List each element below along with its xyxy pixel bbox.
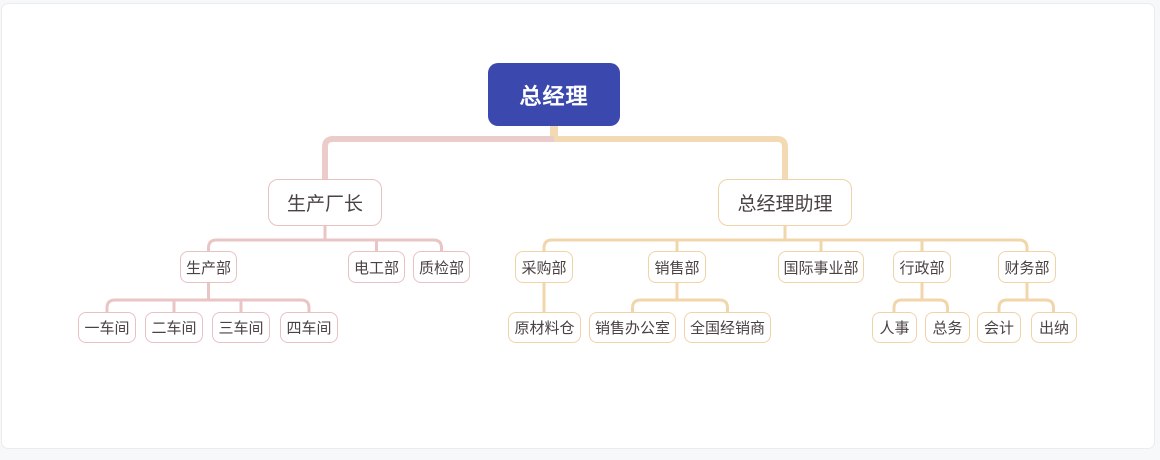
node-accounting[interactable]: 会计 [977,312,1021,343]
node-workshop-2[interactable]: 二车间 [145,312,203,343]
node-electrician-dept[interactable]: 电工部 [348,251,405,283]
node-quality-inspection-dept[interactable]: 质检部 [413,251,470,283]
node-national-distributors[interactable]: 全国经销商 [684,312,771,343]
node-workshop-3[interactable]: 三车间 [212,312,270,343]
node-finance-dept[interactable]: 财务部 [998,251,1056,283]
node-gm-assistant[interactable]: 总经理助理 [718,179,852,226]
node-general-manager[interactable]: 总经理 [488,63,620,126]
node-production-director[interactable]: 生产厂长 [268,179,382,226]
node-raw-material-warehouse[interactable]: 原材料仓 [508,312,581,343]
node-admin-dept[interactable]: 行政部 [893,251,951,283]
node-production-dept[interactable]: 生产部 [180,251,237,283]
node-cashier[interactable]: 出纳 [1031,312,1077,343]
node-hr[interactable]: 人事 [872,312,917,343]
node-workshop-1[interactable]: 一车间 [78,312,136,343]
node-workshop-4[interactable]: 四车间 [280,312,338,343]
node-general-affairs[interactable]: 总务 [925,312,970,343]
node-sales-dept[interactable]: 销售部 [648,251,706,283]
node-sales-office[interactable]: 销售办公室 [589,312,676,343]
node-purchasing-dept[interactable]: 采购部 [515,251,573,283]
node-intl-business-dept[interactable]: 国际事业部 [778,251,864,283]
